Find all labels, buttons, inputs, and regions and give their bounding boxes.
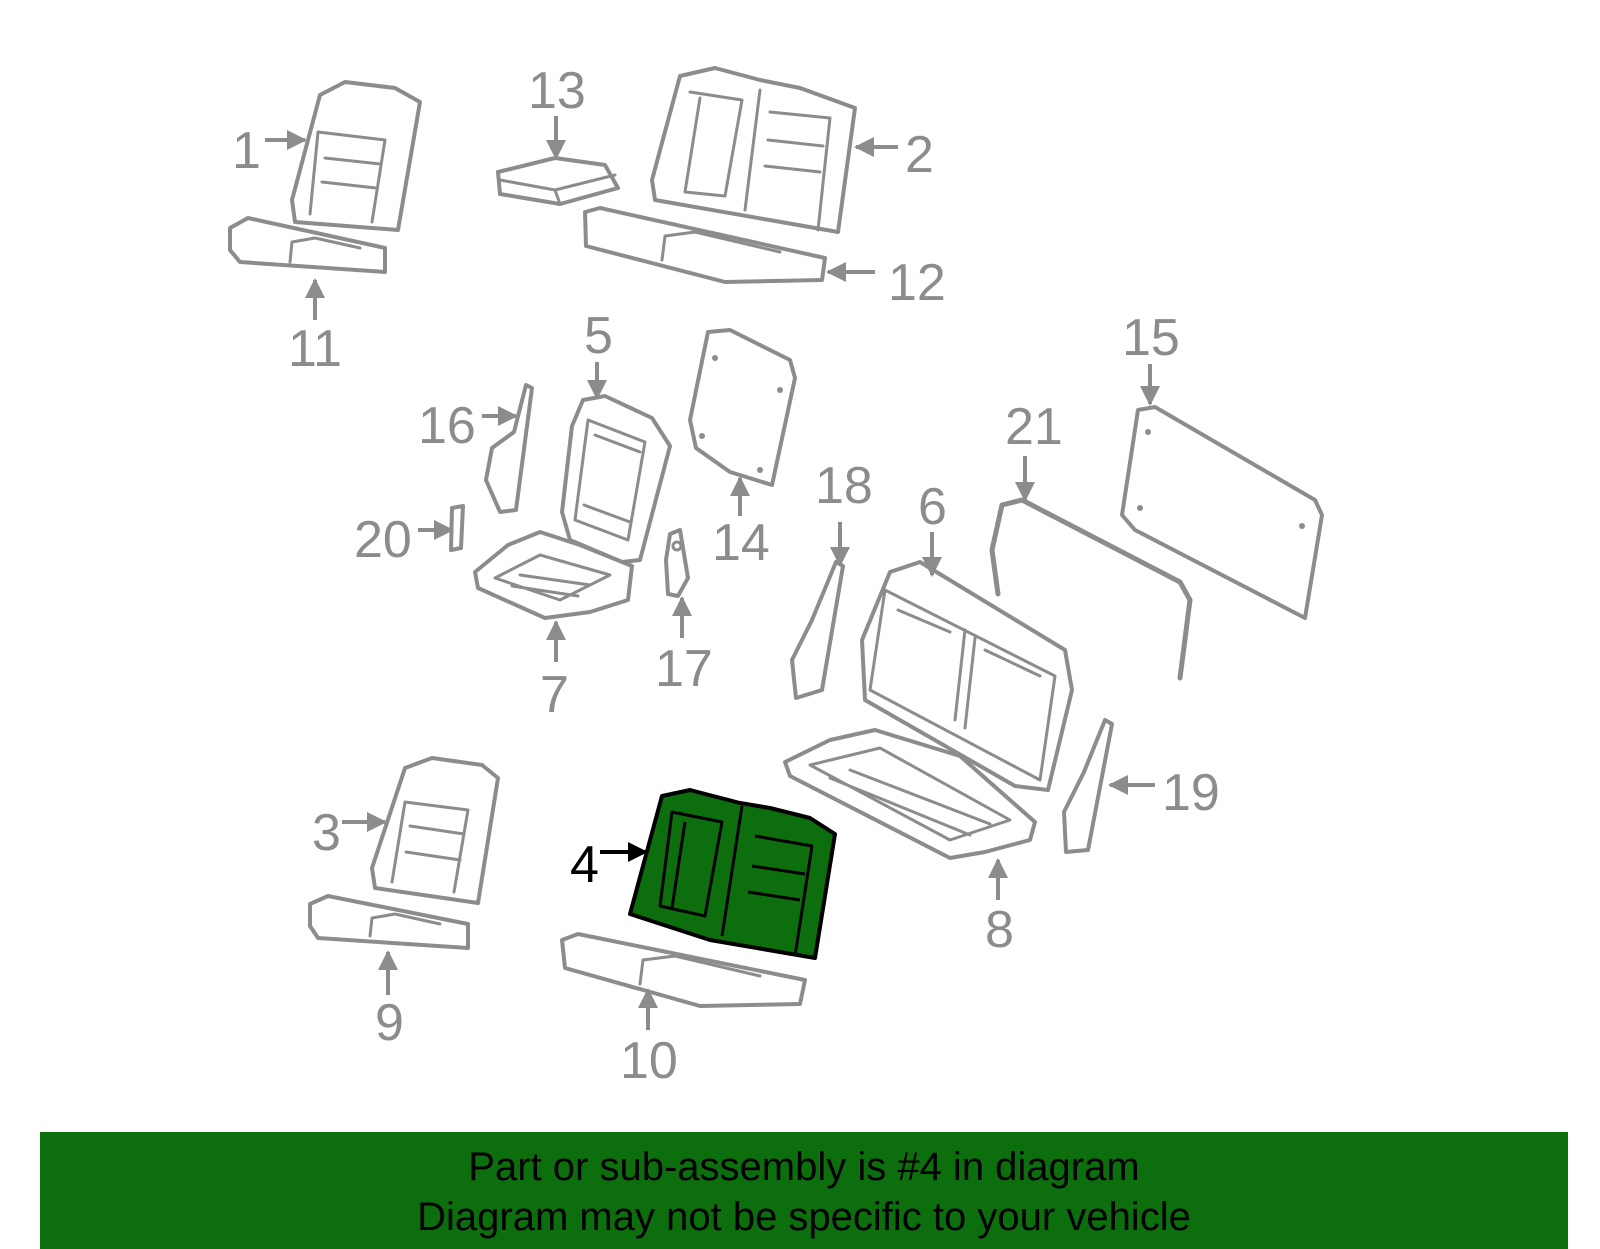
- part-4-rear-seat-back-highlighted[interactable]: [628, 788, 837, 960]
- callout-2: 2: [905, 126, 934, 184]
- callout-7: 7: [540, 666, 569, 724]
- part-8-rear-cushion-frame[interactable]: [783, 728, 1037, 860]
- part-7-cushion-frame[interactable]: [473, 530, 634, 620]
- info-banner: Part or sub-assembly is #4 in diagram Di…: [40, 1132, 1568, 1249]
- callout-9: 9: [375, 994, 404, 1052]
- part-9-seat-cushion[interactable]: [308, 894, 470, 950]
- part-20-clip[interactable]: [449, 504, 465, 552]
- part-10-rear-cushion[interactable]: [560, 932, 807, 1008]
- callout-19: 19: [1162, 764, 1220, 822]
- part-3-seat-back[interactable]: [370, 756, 500, 905]
- callout-21: 21: [1005, 398, 1063, 456]
- callout-6: 6: [918, 478, 947, 536]
- callouts: 1 13 2 12 11 5 15 16 21 18 6 14 20 17 7 …: [232, 62, 1220, 1090]
- callout-3: 3: [312, 804, 341, 862]
- part-6-rear-seat-back-frame[interactable]: [860, 560, 1074, 792]
- callout-12: 12: [888, 254, 946, 312]
- banner-line-2: Diagram may not be specific to your vehi…: [417, 1195, 1191, 1239]
- callout-20: 20: [354, 511, 412, 569]
- callout-13: 13: [528, 62, 586, 120]
- part-1-front-seat-back[interactable]: [290, 80, 422, 232]
- part-12-rear-seat-cushion[interactable]: [583, 206, 827, 284]
- part-16-bracket[interactable]: [484, 383, 534, 514]
- part-14-back-panel[interactable]: [688, 328, 797, 487]
- part-17-hinge[interactable]: [664, 528, 690, 598]
- part-11-front-seat-cushion[interactable]: [228, 216, 387, 274]
- callout-4: 4: [570, 836, 599, 894]
- seat-parts-diagram: 1 13 2 12 11 5 15 16 21 18 6 14 20 17 7 …: [228, 62, 1324, 1090]
- callout-18: 18: [815, 457, 873, 515]
- callout-15: 15: [1122, 309, 1180, 367]
- callout-8: 8: [985, 901, 1014, 959]
- callout-1: 1: [232, 122, 261, 180]
- part-19-side-bracket[interactable]: [1062, 718, 1114, 854]
- part-13-armrest[interactable]: [496, 156, 620, 206]
- part-5-seat-back-frame[interactable]: [560, 394, 672, 564]
- banner-line-1: Part or sub-assembly is #4 in diagram: [468, 1145, 1140, 1189]
- callout-5: 5: [584, 307, 613, 365]
- callout-10: 10: [620, 1032, 678, 1090]
- part-2-rear-seat-back[interactable]: [650, 66, 857, 234]
- callout-14: 14: [712, 514, 770, 572]
- callout-11: 11: [288, 320, 342, 378]
- part-18-side-bracket[interactable]: [790, 560, 845, 700]
- part-15-rear-panel[interactable]: [1120, 405, 1324, 620]
- callout-16: 16: [418, 397, 476, 455]
- callout-17: 17: [655, 640, 713, 698]
